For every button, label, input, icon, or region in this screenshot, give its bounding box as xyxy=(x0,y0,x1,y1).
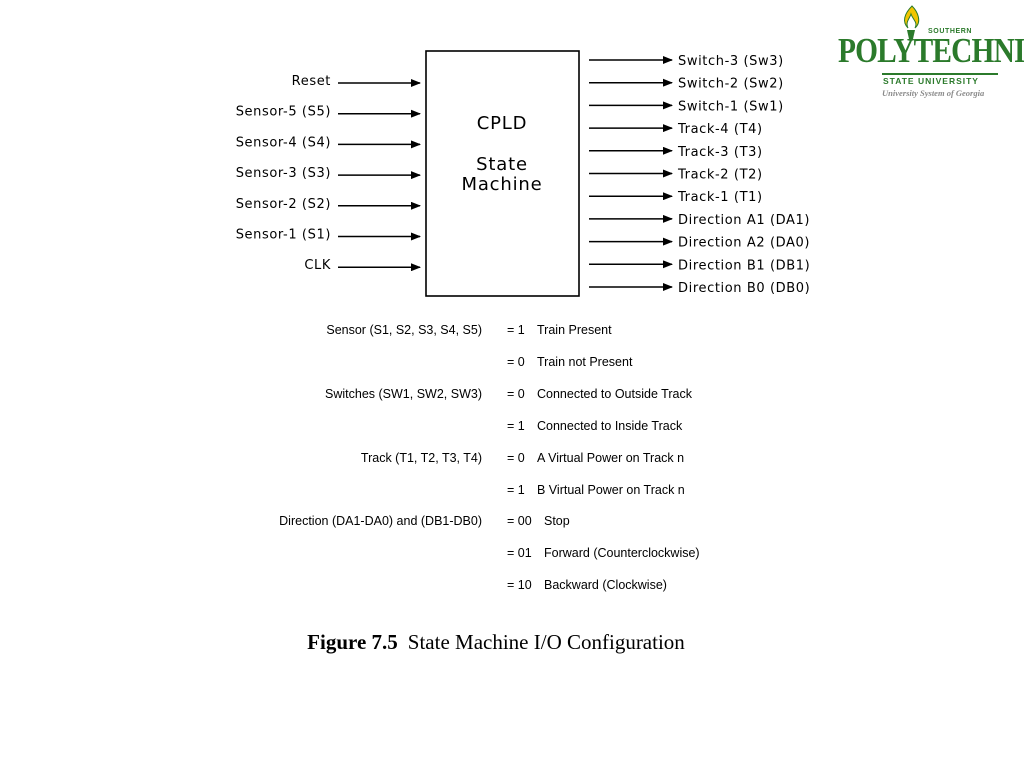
legend-term: Direction (DA1-DA0) and (DB1-DB0) xyxy=(279,514,482,529)
legend-code: = 01 xyxy=(507,546,532,561)
output-label: Track-4 (T4) xyxy=(677,122,763,137)
figure-title: State Machine I/O Configuration xyxy=(407,630,685,654)
figure-number: Figure 7.5 xyxy=(307,630,398,654)
input-label: Sensor-2 (S2) xyxy=(236,197,331,212)
input-label: Sensor-1 (S1) xyxy=(236,228,331,243)
block-title: CPLD xyxy=(477,113,528,134)
output-label: Switch-2 (Sw2) xyxy=(678,77,784,92)
output-label: Track-2 (T2) xyxy=(677,168,763,183)
input-label: Sensor-4 (S4) xyxy=(236,135,331,150)
legend-meaning: Backward (Clockwise) xyxy=(544,578,667,593)
legend-code: = 10 xyxy=(507,578,532,593)
logo-southern: SOUTHERN xyxy=(928,28,973,35)
output-label: Direction A1 (DA1) xyxy=(678,213,810,228)
legend-code: = 00 xyxy=(507,514,532,529)
input-label: Reset xyxy=(292,74,331,89)
legend-code: = 1 xyxy=(507,323,525,337)
legend-meaning: B Virtual Power on Track n xyxy=(537,482,685,497)
legend-code: = 0 xyxy=(507,386,525,401)
legend-meaning: Stop xyxy=(544,514,570,529)
input-label: CLK xyxy=(304,258,331,273)
output-label: Track-1 (T1) xyxy=(677,190,763,205)
legend-meaning: A Virtual Power on Track n xyxy=(537,450,685,465)
legend-meaning: Connected to Inside Track xyxy=(537,418,683,433)
cpld-state-machine-block xyxy=(425,50,580,297)
block-subtitle-line2: Machine xyxy=(462,174,543,195)
output-label: Track-3 (T3) xyxy=(677,145,763,160)
output-label: Direction B1 (DB1) xyxy=(678,258,810,273)
legend-code: = 0 xyxy=(507,354,525,369)
figure-caption: Figure 7.5 State Machine I/O Configuratio… xyxy=(0,630,992,655)
flame-torch-icon xyxy=(904,5,920,39)
output-signals: Switch-3 (Sw3) Switch-2 (Sw2) Switch-1 (Sw… xyxy=(589,54,810,296)
legend-meaning: Connected to Outside Track xyxy=(537,386,692,401)
legend-meaning: Train Present xyxy=(537,323,612,337)
logo-divider xyxy=(882,73,998,75)
legend-meaning: Forward (Counterclockwise) xyxy=(544,546,700,561)
legend-code: = 0 xyxy=(507,450,525,465)
block-subtitle-line1: State xyxy=(476,154,528,175)
output-label: Direction A2 (DA0) xyxy=(678,236,810,251)
legend-term: Switches (SW1, SW2, SW3) xyxy=(325,386,482,401)
legend-term: Track (T1, T2, T3, T4) xyxy=(360,450,482,465)
logo-system: University System of Georgia xyxy=(882,88,985,98)
legend-term: Sensor (S1, S2, S3, S4, S5) xyxy=(326,323,482,337)
legend-code: = 1 xyxy=(507,482,525,497)
input-label: Sensor-3 (S3) xyxy=(236,166,331,181)
university-logo: SOUTHERN POLYTECHNIC STATE UNIVERSITY Un… xyxy=(836,4,1024,102)
output-label: Switch-1 (Sw1) xyxy=(678,99,784,114)
legend-code: = 1 xyxy=(507,418,525,433)
logo-polytechnic: POLYTECHNIC xyxy=(838,31,1024,70)
legend-meaning: Train not Present xyxy=(537,354,633,369)
logo-state-university: STATE UNIVERSITY xyxy=(883,76,979,86)
input-label: Sensor-5 (S5) xyxy=(236,105,331,120)
output-label: Switch-3 (Sw3) xyxy=(678,54,784,69)
output-label: Direction B0 (DB0) xyxy=(678,281,810,296)
